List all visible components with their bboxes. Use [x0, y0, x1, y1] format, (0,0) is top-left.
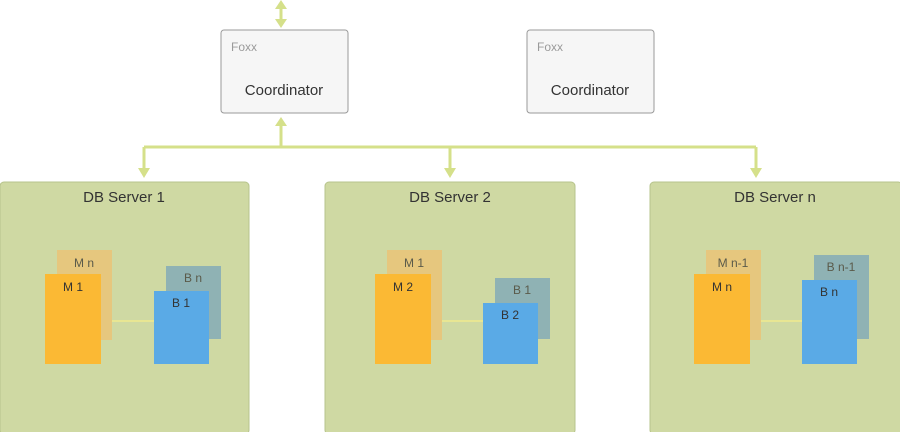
- replica-back-label-2: B 1: [513, 283, 531, 297]
- connectors: [138, 0, 762, 178]
- db-server-1-title: DB Server 1: [83, 189, 165, 206]
- db-server-2-title: DB Server 2: [409, 189, 491, 206]
- coordinator-2-tag: Foxx: [537, 40, 563, 54]
- arrowhead-down-server-1: [138, 168, 150, 178]
- master-shard-front-1: [45, 274, 101, 364]
- master-back-label-2: M 1: [404, 256, 424, 270]
- arrowhead-down-server-n: [750, 168, 762, 178]
- coordinator-1-label: Coordinator: [245, 82, 323, 99]
- arrowhead-up-top: [275, 0, 287, 9]
- master-front-label-n: M n: [712, 280, 732, 294]
- arrowhead-down-top: [275, 19, 287, 28]
- db-server-2: DB Server 2 M 1 M 2 B 1 B 2: [324, 181, 576, 432]
- coordinator-1-tag: Foxx: [231, 40, 257, 54]
- replica-front-label-n: B n: [820, 285, 838, 299]
- coordinator-2-label: Coordinator: [551, 82, 629, 99]
- master-front-label-1: M 1: [63, 280, 83, 294]
- replica-shard-front-1: [154, 291, 209, 364]
- replica-shard-front-2: [483, 303, 538, 364]
- coordinator-box-1: Foxx Coordinator: [220, 29, 349, 114]
- replica-shard-front-n: [802, 280, 857, 364]
- replica-back-label-1: B n: [184, 271, 202, 285]
- replica-front-label-2: B 2: [501, 308, 519, 322]
- db-server-n: DB Server n M n-1 M n B n-1 B n: [649, 181, 900, 432]
- db-server-1: DB Server 1 M n M 1 B n B 1: [0, 181, 250, 432]
- master-back-label-1: M n: [74, 256, 94, 270]
- arrowhead-up-coordinator: [275, 117, 287, 126]
- coordinator-box-2: Foxx Coordinator: [526, 29, 655, 114]
- master-shard-front-2: [375, 274, 431, 364]
- replica-back-label-n: B n-1: [827, 260, 856, 274]
- master-back-label-n: M n-1: [718, 256, 749, 270]
- db-server-n-title: DB Server n: [734, 189, 816, 206]
- master-front-label-2: M 2: [393, 280, 413, 294]
- arrowhead-down-server-2: [444, 168, 456, 178]
- replica-front-label-1: B 1: [172, 296, 190, 310]
- master-shard-front-n: [694, 274, 750, 364]
